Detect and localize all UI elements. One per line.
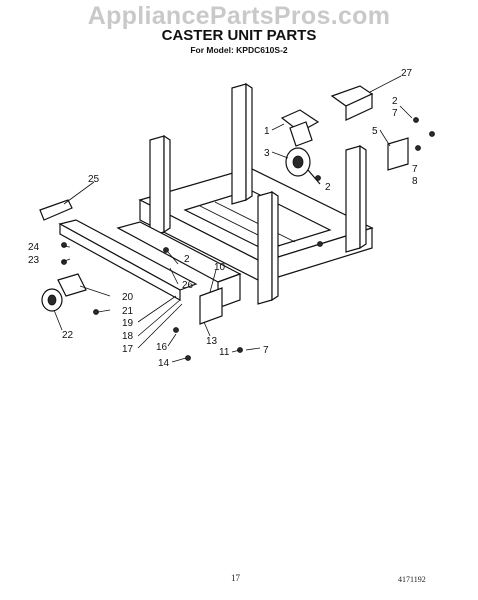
- callout-20: 20: [122, 292, 134, 303]
- callout-26: 26: [182, 280, 194, 291]
- frame-base: [138, 167, 374, 283]
- end-panel-part: [199, 287, 223, 325]
- diagram-title: CASTER UNIT PARTS: [161, 27, 317, 44]
- callout-5: 5: [372, 126, 378, 137]
- callout-13: 13: [206, 336, 218, 347]
- callout-18: 18: [122, 331, 134, 342]
- callout-16: 16: [156, 342, 168, 353]
- callout-8: 8: [412, 176, 418, 187]
- callout-2-front: 2: [184, 254, 190, 265]
- callout-7-top: 7: [392, 108, 398, 119]
- footer-document-number: 4171192: [398, 575, 426, 584]
- plate-part: [387, 137, 409, 171]
- callout-labels: 1 2 2 2 3 5 7 7 7 8 10 11 13 14 16 17 18…: [28, 68, 418, 369]
- footer-page-number: 17: [231, 573, 240, 583]
- callout-1: 1: [264, 126, 270, 137]
- watermark: AppliancePartsPros.com: [87, 2, 391, 30]
- callout-3: 3: [264, 148, 270, 159]
- caster-bracket-part: [280, 109, 321, 185]
- top-bracket-part: [330, 85, 374, 121]
- callout-19: 19: [122, 318, 134, 329]
- leader-lines: [53, 75, 413, 363]
- callout-17: 17: [122, 344, 134, 355]
- callout-25: 25: [88, 174, 100, 185]
- callout-23: 23: [28, 255, 40, 266]
- frame-posts: [149, 82, 367, 305]
- front-wheel-part: [41, 273, 87, 312]
- callout-14: 14: [158, 358, 170, 369]
- side-bracket-part: [39, 199, 73, 221]
- callout-2-top: 2: [392, 96, 398, 107]
- callout-10: 10: [214, 262, 226, 273]
- callout-24: 24: [28, 242, 40, 253]
- callout-2-caster: 2: [325, 182, 331, 193]
- model-subtitle: For Model: KPDC610S-2: [190, 45, 288, 55]
- callout-11: 11: [219, 347, 230, 358]
- front-rail: [58, 219, 242, 309]
- callout-21: 21: [122, 306, 134, 317]
- callout-7-bottom: 7: [263, 345, 269, 356]
- callout-22: 22: [62, 330, 74, 341]
- callout-7-side: 7: [412, 164, 418, 175]
- callout-27: 27: [401, 68, 413, 79]
